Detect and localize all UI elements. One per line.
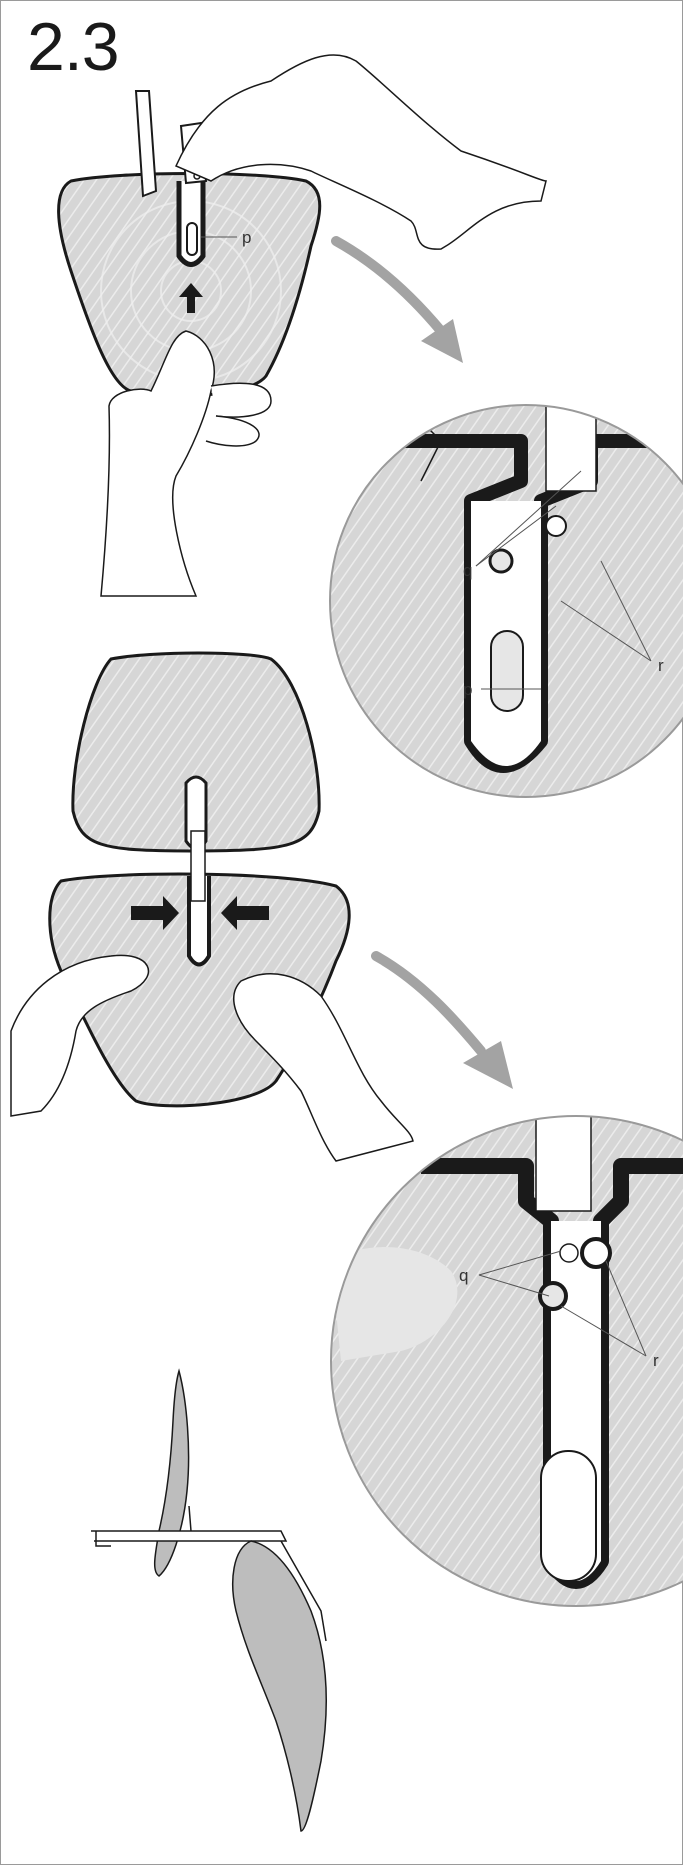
callout-label-q-bottom: q: [459, 1266, 468, 1285]
headrest-shell-upper: [73, 653, 319, 851]
zoom-arrow-2: [376, 956, 513, 1089]
callout-label-r-top: r: [658, 656, 664, 675]
callout-label-q-top: q: [463, 561, 472, 580]
side-view-assembly: [91, 1371, 326, 1831]
clip-slot-top: [179, 181, 203, 265]
zoom-arrow-1: [336, 241, 463, 363]
detail-circle-top: q r p: [321, 361, 683, 801]
detail-circle-bottom: q r: [326, 1101, 683, 1611]
callout-label-r-bottom: r: [653, 1351, 659, 1370]
callout-label-p-detail: p: [463, 680, 472, 699]
callout-label-p: p: [242, 228, 251, 247]
